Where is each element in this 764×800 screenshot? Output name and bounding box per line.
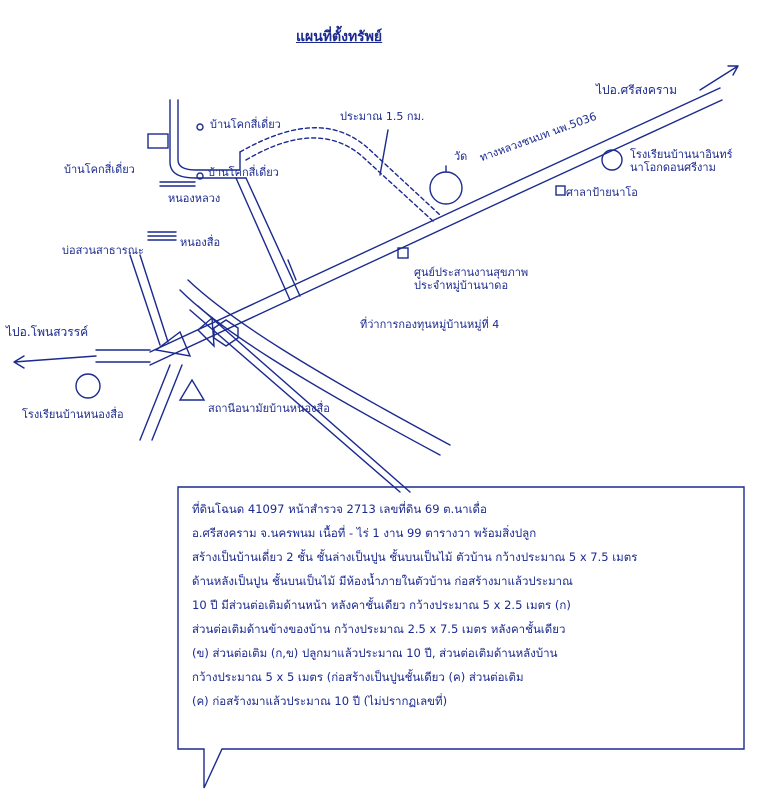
down-road-2 [187,279,451,446]
map-title: แผนที่ตั้งทรัพย์ [296,29,383,45]
label-pond-nong-sue: หนองสื่อ [180,236,221,249]
label-wat: วัด [454,150,468,163]
pond-nong-luang [159,181,196,187]
arrow-left [13,355,97,369]
label-left-road: บ่อสวนสาธารณะ [62,244,144,257]
label-tambon-office: ที่ว่าการกองทุนหมู่บ้านหมู่ที่ 4 [360,318,500,331]
hospital-icon [178,378,206,401]
down-road [179,289,441,456]
rural-road-edge [245,137,435,223]
label-village-top: บ้านโคกสี่เดี่ยว [210,118,281,131]
label-pond-nong-luang: หนองหลวง [168,192,221,205]
label-hospital: สถานีอนามัยบ้านหนองสื่อ [208,402,330,415]
pointer-line-2 [197,305,411,493]
road-left-up [129,254,169,346]
label-school-left: โรงเรียนบ้านหนองสื่อ [22,408,124,421]
house-icon [147,133,169,149]
village-top-icon [196,123,204,131]
left-road [95,349,151,363]
label-bus-stop: ศาลาป้ายนาโอ [566,186,638,199]
label-to-si-songkhram: ไปอ.ศรีสงคราม [596,83,678,97]
village-road [177,99,241,171]
bus-stop-icon [555,185,566,196]
junction [154,330,192,357]
junction-right [196,316,215,348]
label-distance: ประมาณ 1.5 กม. [340,110,425,123]
main-road [149,87,721,353]
village-road-inner [169,99,247,179]
label-village-left: บ้านโคกสี่เดี่ยว [64,163,135,176]
village-right-icon [196,172,204,180]
label-health-center: ศูนย์ประสานงานสุขภาพ ประจำหมู่บ้านนาดอ [414,266,529,292]
arrow-right [699,65,739,91]
wat-icon [429,171,463,205]
side-road-2 [287,259,297,281]
pointer-line [189,309,401,493]
school-right-icon [601,149,623,171]
office-icon [213,319,239,347]
rural-road [239,127,441,216]
vertical-road-1 [235,177,291,301]
label-to-phon-sawan: ไปอ.โพนสวรรค์ [6,325,89,339]
note-box [177,486,745,789]
side-road [379,129,389,176]
property-description: ที่ดินโฉนด 41097 หน้าสำรวจ 2713 เลขที่ดิ… [192,502,638,708]
label-village-right: บ้านโคกสี่เดี่ยว [208,166,279,179]
vertical-road-2 [245,177,301,297]
pond-nong-sue [147,231,177,241]
health-center-icon [397,247,409,259]
road-bottom-left [139,364,183,441]
school-left-icon [75,373,101,399]
label-school-right: โรงเรียนบ้านนาอินทร์ นาโอกดอนศรีงาม [630,148,733,174]
main-road-edge [149,99,723,366]
